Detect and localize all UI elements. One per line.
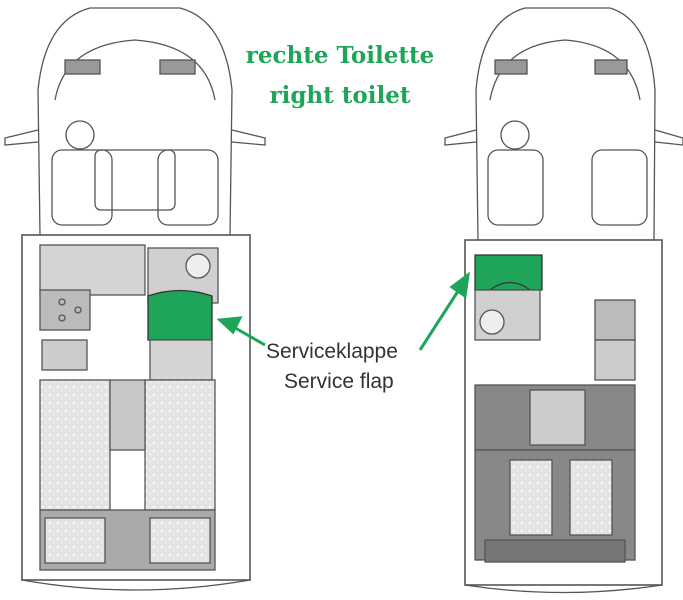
arrows	[216, 271, 470, 351]
bed-right	[144, 379, 216, 511]
arrow-right	[418, 284, 464, 351]
title-german: rechte Toilette	[245, 42, 435, 69]
arrow-right-head	[449, 271, 470, 299]
label-german: Serviceklappe	[266, 340, 398, 363]
passenger-seat	[157, 149, 219, 226]
left-vent	[64, 59, 101, 75]
left-van-floorplan	[4, 7, 266, 591]
table	[529, 389, 586, 446]
steering-wheel	[65, 120, 95, 150]
label-english: Service flap	[284, 370, 394, 393]
toilet-highlight	[147, 289, 213, 341]
toilet-highlight-right	[474, 254, 543, 291]
right-vent	[159, 59, 196, 75]
right-van-floorplan	[444, 7, 683, 594]
sink	[41, 339, 88, 371]
driver-seat	[51, 149, 113, 226]
washbasin	[185, 253, 211, 279]
kitchen-hob	[39, 289, 91, 331]
bed-left	[39, 379, 111, 511]
arrow-left-head	[216, 316, 243, 335]
title-english: right toilet	[269, 82, 411, 109]
